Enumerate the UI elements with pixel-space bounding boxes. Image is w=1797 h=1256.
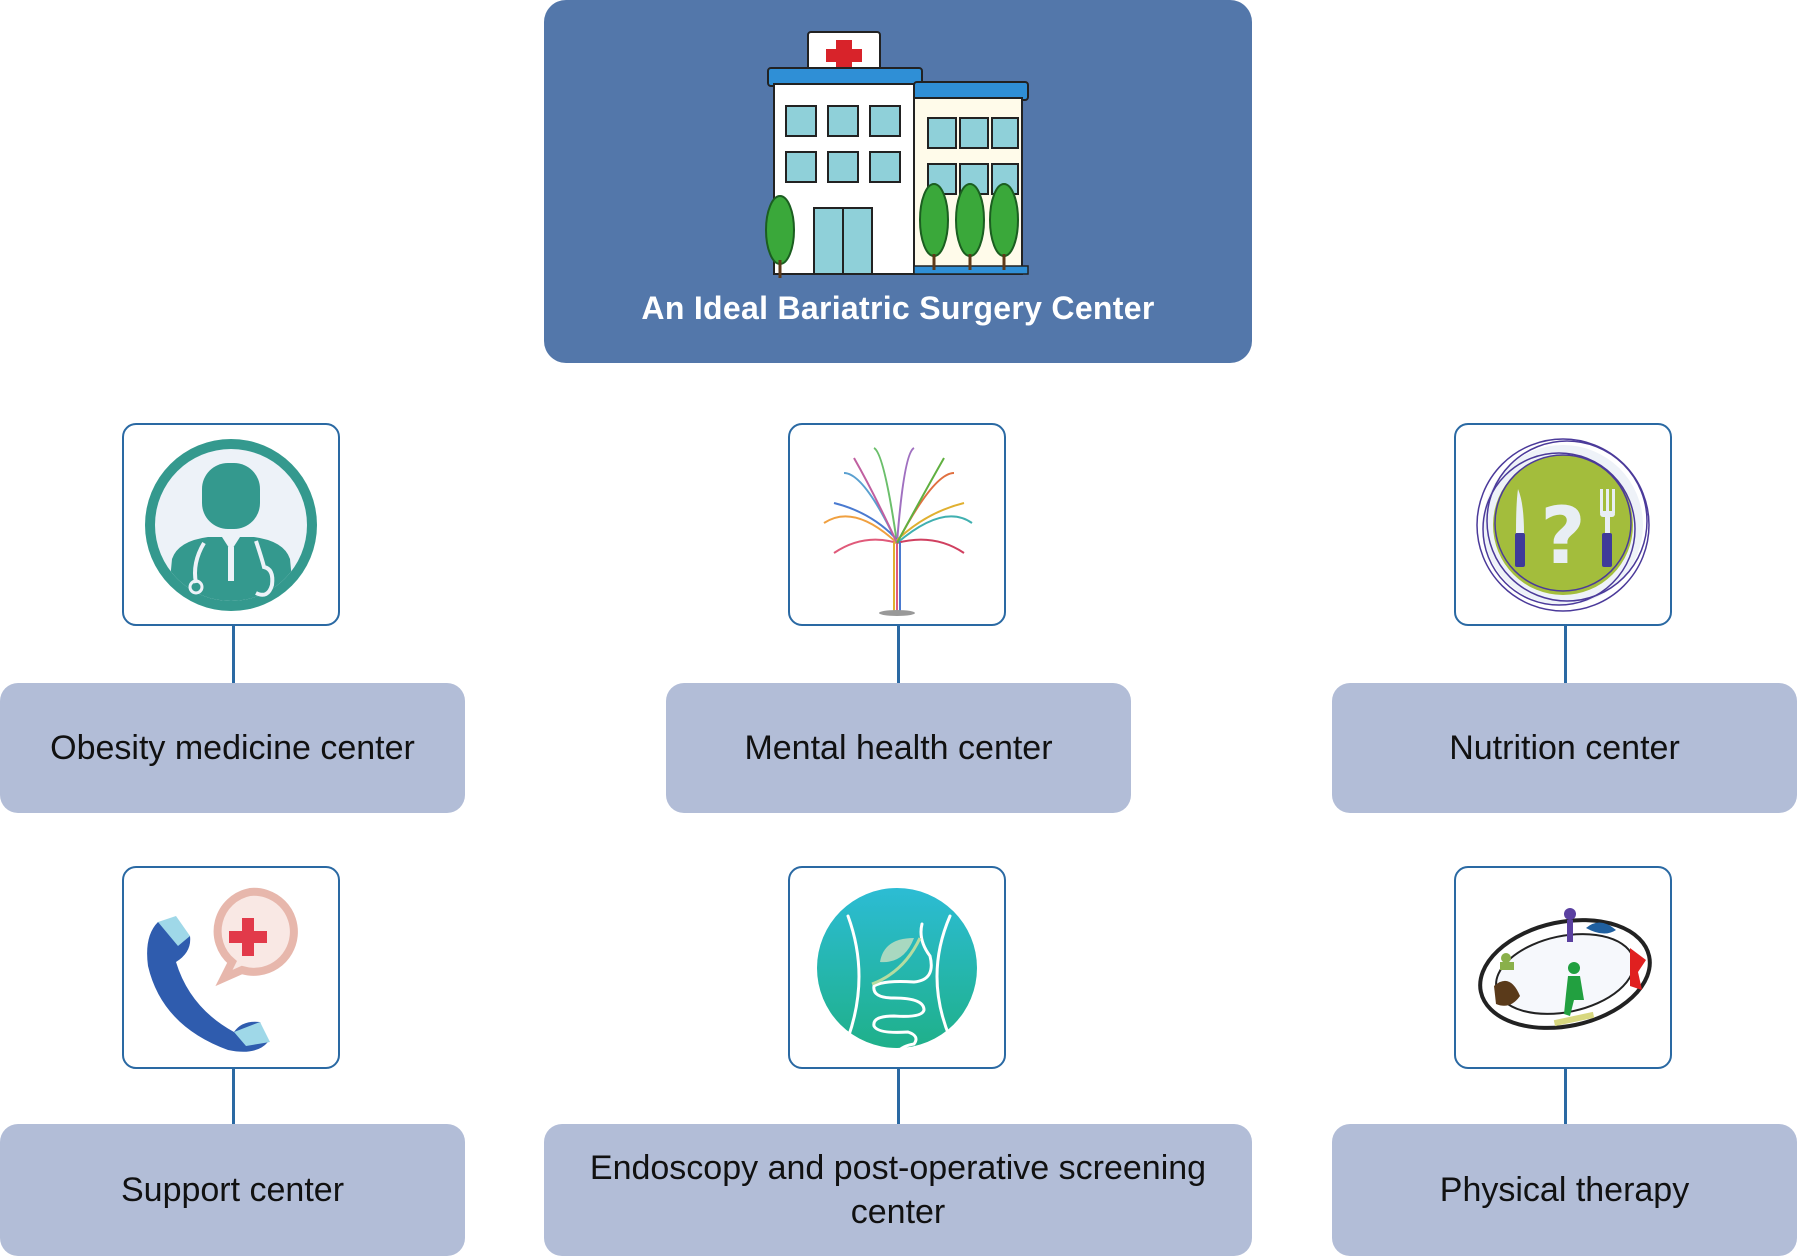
digestive-system-icon <box>817 888 977 1054</box>
connector-line <box>232 626 235 683</box>
doctor-icon <box>145 439 317 611</box>
nutrition-center-label: Nutrition center <box>1332 683 1797 813</box>
endoscopy-icon-box <box>788 866 1006 1069</box>
mental-health-icon-box <box>788 423 1006 626</box>
nutrition-icon-box: ? <box>1454 423 1672 626</box>
obesity-medicine-icon-box <box>122 423 340 626</box>
brain-tree-icon <box>823 447 973 616</box>
support-center-label: Support center <box>0 1124 465 1256</box>
exercise-circuit-icon <box>1478 908 1652 1030</box>
svg-text:?: ? <box>1540 492 1585 582</box>
connector-line <box>1564 1069 1567 1124</box>
obesity-medicine-center-label: Obesity medicine center <box>0 683 465 813</box>
main-center-box: An Ideal Bariatric Surgery Center <box>544 0 1252 363</box>
endoscopy-center-label: Endoscopy and post-operative screening c… <box>544 1124 1252 1256</box>
connector-line <box>897 1069 900 1124</box>
main-center-title: An Ideal Bariatric Surgery Center <box>641 290 1155 326</box>
connector-line <box>1564 626 1567 683</box>
mental-health-center-label: Mental health center <box>666 683 1131 813</box>
physical-therapy-label: Physical therapy <box>1332 1124 1797 1256</box>
plate-knife-fork-question-icon: ? <box>1476 438 1650 612</box>
support-icon-box <box>122 866 340 1069</box>
connector-line <box>232 1069 235 1124</box>
connector-line <box>897 626 900 683</box>
physical-therapy-icon-box <box>1454 866 1672 1069</box>
hospital-building-icon <box>765 31 1029 278</box>
phone-medical-chat-icon <box>147 887 298 1052</box>
